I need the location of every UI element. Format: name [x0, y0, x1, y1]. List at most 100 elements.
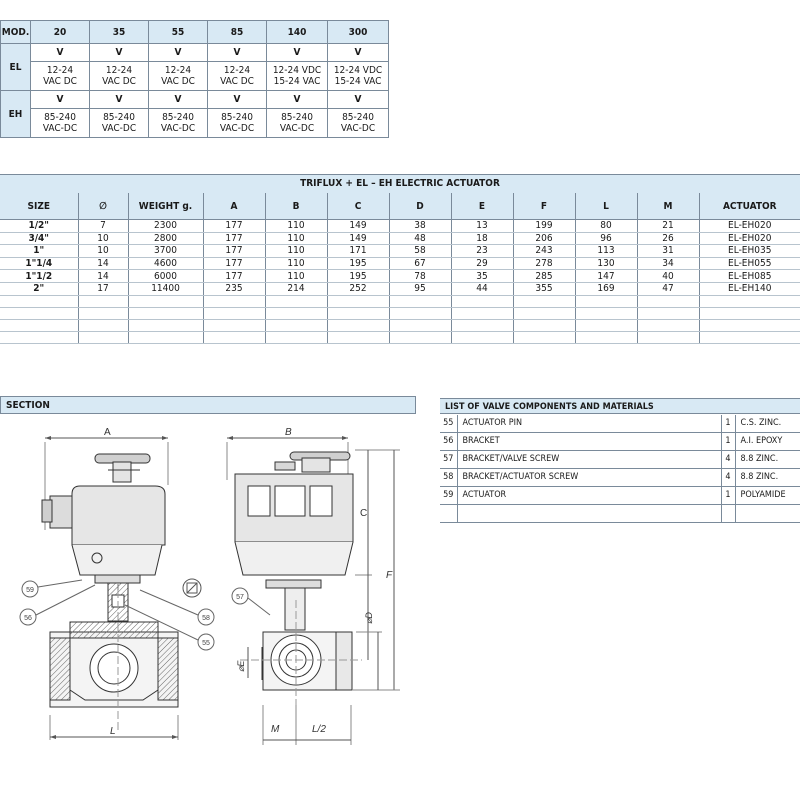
- empty-cell: [450, 331, 513, 344]
- dimension-cell: 278: [512, 257, 575, 271]
- component-qty: 4: [720, 468, 735, 487]
- dimension-cell: 23: [450, 244, 513, 258]
- section-drawing: A L 59 56 58 55: [19, 427, 400, 745]
- dimension-col-header: F: [512, 193, 575, 220]
- dimension-cell: 149: [326, 232, 389, 246]
- svg-text:58: 58: [202, 615, 210, 622]
- empty-cell: [326, 319, 389, 332]
- el-unit-row: EL V V V V V V: [0, 43, 389, 91]
- dimension-cell: 29: [450, 257, 513, 271]
- empty-cell: [127, 295, 203, 308]
- dimension-cell: 195: [326, 269, 389, 283]
- empty-cell: [512, 331, 575, 344]
- empty-row: [0, 331, 800, 344]
- square-symbol: [182, 578, 202, 598]
- unit-cell: V: [89, 90, 149, 109]
- component-material: C.S. ZINC.: [734, 415, 800, 433]
- empty-cell: [388, 295, 451, 308]
- dimension-cell: 243: [512, 244, 575, 258]
- dimension-cell: 252: [326, 282, 389, 296]
- empty-cell: [636, 307, 699, 320]
- dim-label-l2: L/2: [312, 724, 326, 735]
- component-desc: [456, 504, 721, 523]
- components-title: LIST OF VALVE COMPONENTS AND MATERIALS: [440, 398, 800, 414]
- dimension-cell: 177: [202, 219, 265, 233]
- component-number: 56: [440, 432, 457, 451]
- component-qty: [720, 504, 735, 523]
- size-cell: 1"1/4: [0, 257, 78, 271]
- dimension-cell: 110: [264, 219, 327, 233]
- empty-cell: [388, 307, 451, 320]
- dim-label-l: L: [110, 726, 116, 737]
- model-col: 300: [327, 20, 389, 44]
- dimension-cell: 96: [574, 232, 637, 246]
- dimension-table-title: TRIFLUX + EL – EH ELECTRIC ACTUATOR: [0, 174, 800, 194]
- empty-cell: [574, 295, 637, 308]
- dimension-cell: 48: [388, 232, 451, 246]
- empty-cell: [264, 331, 327, 344]
- unit-cell: V: [327, 90, 389, 109]
- dimension-cell: EL-EH055: [698, 257, 800, 271]
- svg-text:59: 59: [26, 587, 34, 594]
- dimension-cell: 171: [326, 244, 389, 258]
- component-desc: BRACKET: [456, 432, 721, 451]
- dimension-cell: 147: [574, 269, 637, 283]
- dimension-cell: 34: [636, 257, 699, 271]
- dimension-cell: 355: [512, 282, 575, 296]
- dimension-cell: 78: [388, 269, 451, 283]
- dimension-cell: 206: [512, 232, 575, 246]
- empty-cell: [388, 319, 451, 332]
- model-header-row: MOD. 20 35 55 85 140 300: [0, 20, 389, 44]
- dimension-cell: 40: [636, 269, 699, 283]
- model-col: 35: [89, 20, 149, 44]
- callout-58: 58: [139, 589, 215, 626]
- dimension-cell: 58: [388, 244, 451, 258]
- component-number: [440, 504, 457, 523]
- empty-cell: [574, 307, 637, 320]
- dimension-cell: 177: [202, 269, 265, 283]
- dimension-cell: EL-EH020: [698, 219, 800, 233]
- unit-cell: V: [148, 90, 208, 109]
- size-cell: 1/2": [0, 219, 78, 233]
- empty-cell: [326, 307, 389, 320]
- model-col: 55: [148, 20, 208, 44]
- dimension-cell: 21: [636, 219, 699, 233]
- empty-cell: [0, 295, 78, 308]
- dimension-col-header: C: [326, 193, 389, 220]
- dimension-cell: 130: [574, 257, 637, 271]
- size-cell: 2": [0, 282, 78, 296]
- model-col: 85: [207, 20, 267, 44]
- dimension-cell: 285: [512, 269, 575, 283]
- empty-cell: [636, 319, 699, 332]
- empty-row: [0, 307, 800, 320]
- component-desc: BRACKET/ACTUATOR SCREW: [456, 468, 721, 487]
- size-cell: 3/4": [0, 232, 78, 246]
- empty-row: [0, 295, 800, 308]
- dim-label-c: C: [360, 508, 367, 519]
- empty-cell: [202, 331, 265, 344]
- component-number: 58: [440, 468, 457, 487]
- row-label-eh: EH: [0, 90, 31, 138]
- section-title: SECTION: [0, 396, 416, 414]
- dimension-col-header: D: [388, 193, 451, 220]
- dimension-cell: 214: [264, 282, 327, 296]
- dimension-cell: 13: [450, 219, 513, 233]
- dimension-cell: 110: [264, 269, 327, 283]
- component-desc: BRACKET/VALVE SCREW: [456, 450, 721, 469]
- empty-cell: [77, 319, 128, 332]
- dim-label-m: M: [271, 724, 280, 735]
- empty-cell: [264, 295, 327, 308]
